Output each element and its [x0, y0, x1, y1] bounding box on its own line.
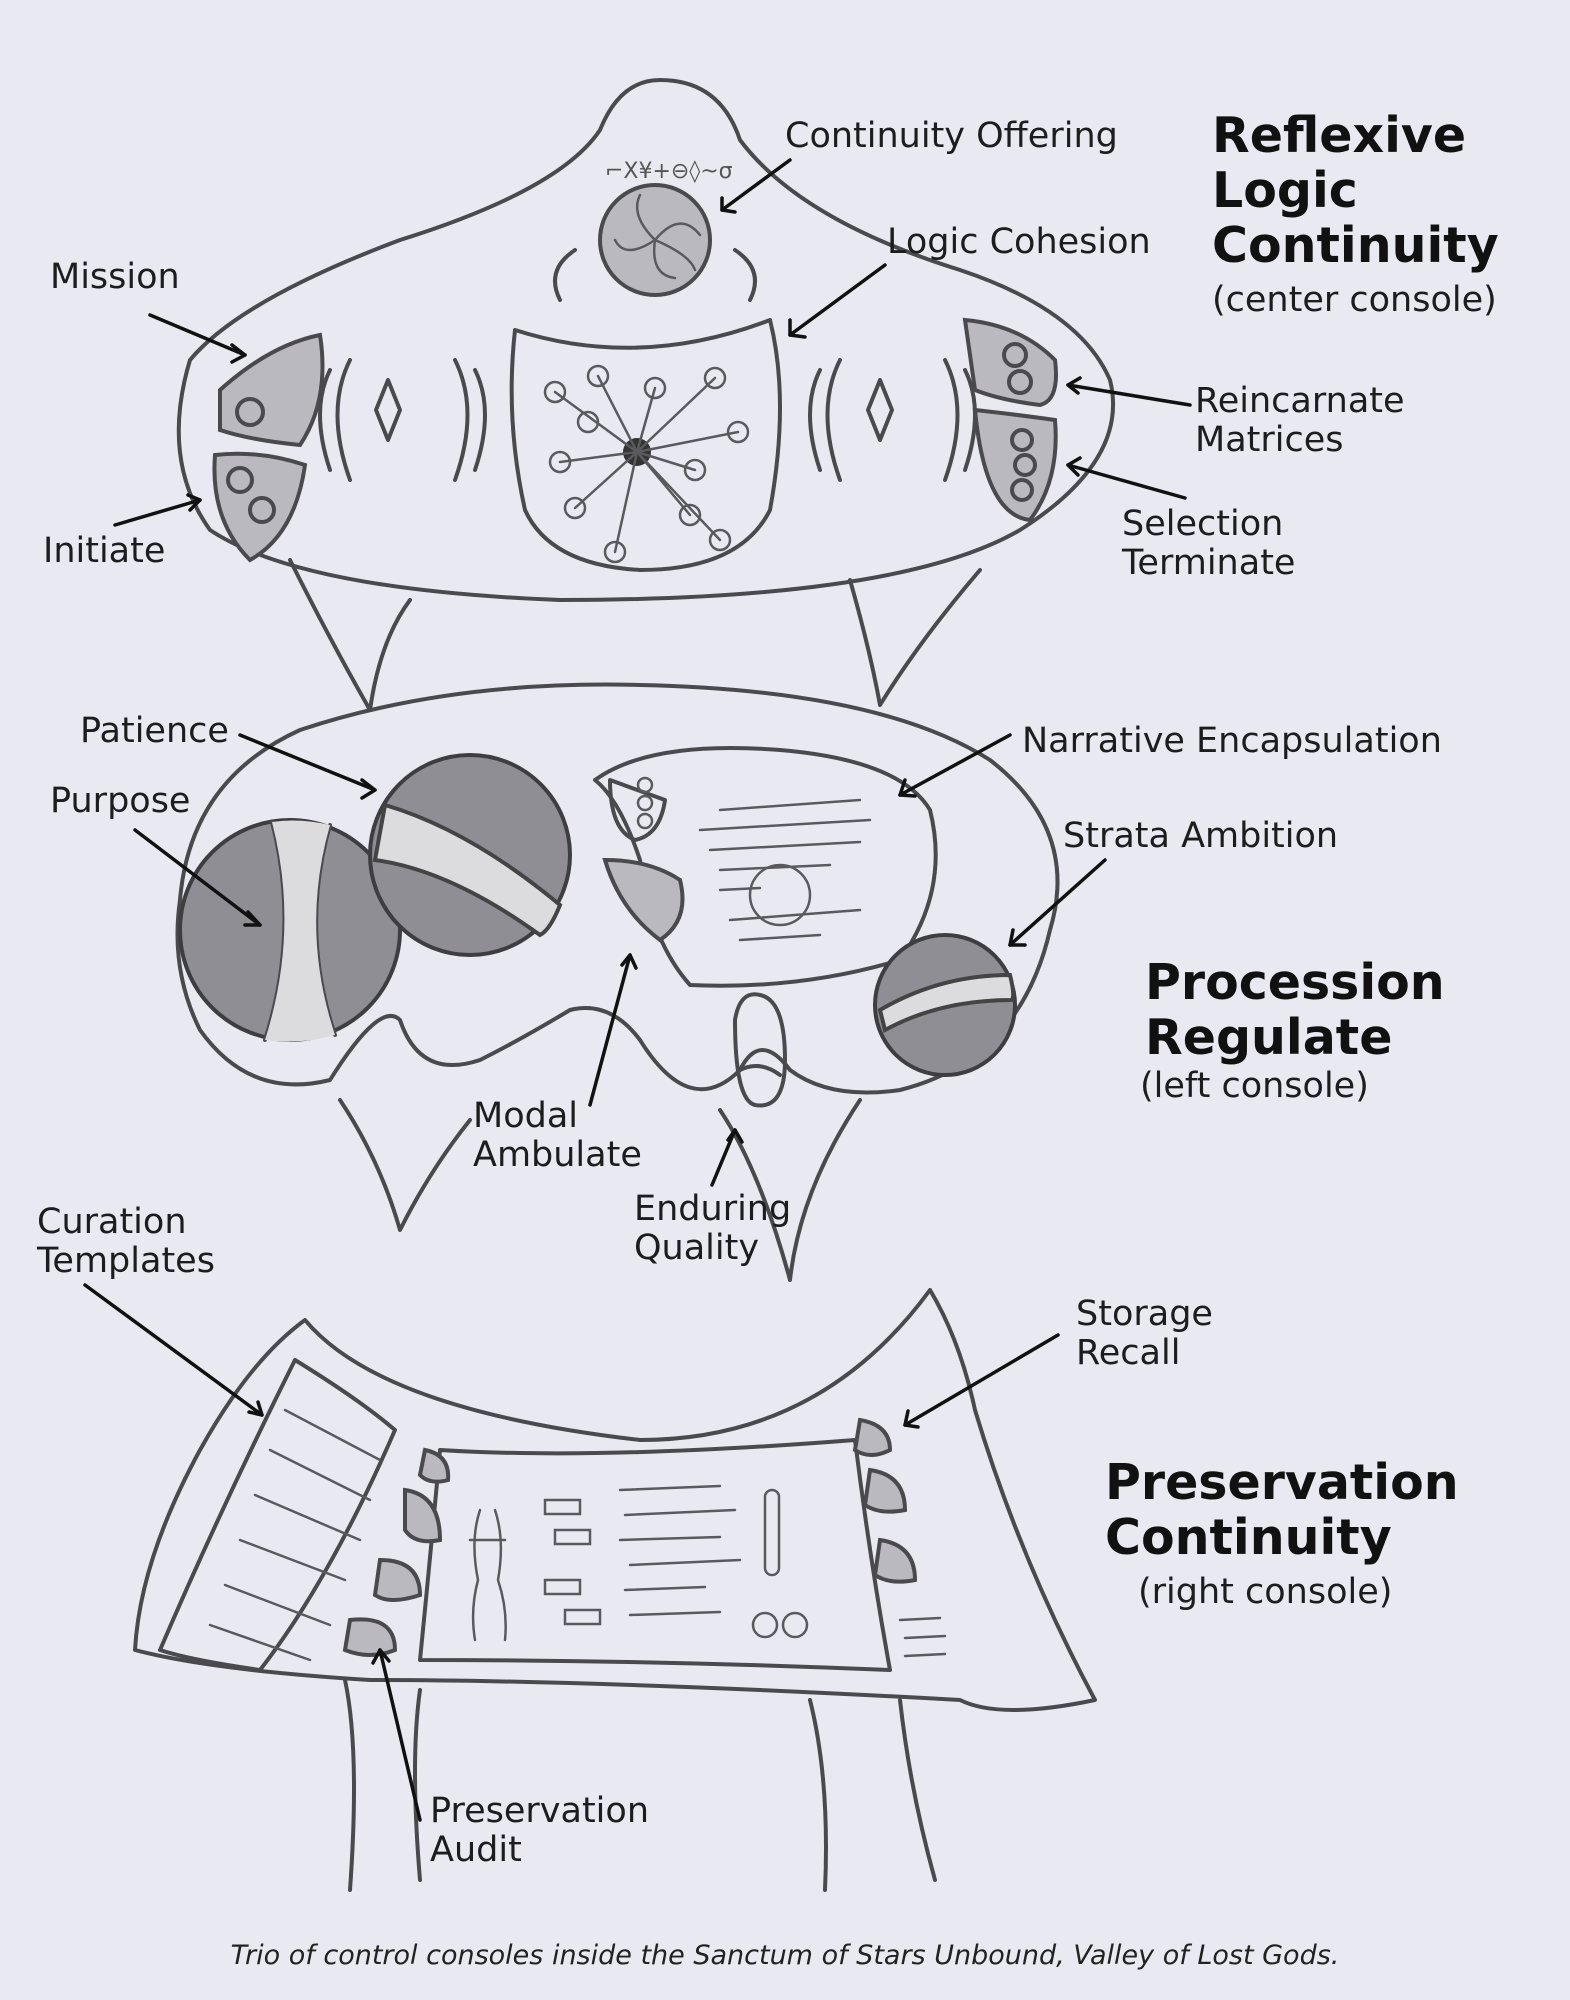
right-console-title-line-1: Preservation [1105, 1454, 1459, 1511]
caption: Trio of control consoles inside the Sanc… [230, 1940, 1340, 1971]
label-preservation-audit: Preservation Audit [430, 1791, 650, 1870]
label-enduring-quality: Enduring Quality [634, 1189, 792, 1268]
left-console-title-line-1: Procession [1145, 954, 1445, 1011]
label-curation-templates: Curation Templates [37, 1202, 215, 1281]
center-console-title-line-3: Continuity [1212, 217, 1499, 274]
left-console-title-line-2: Regulate [1145, 1009, 1393, 1066]
label-storage-recall: Storage Recall [1076, 1294, 1213, 1373]
left-console-subtitle: (left console) [1140, 1066, 1369, 1106]
center-console-drawing: ⌐X¥+⊖◊~σ [176, 78, 1116, 712]
label-modal-ambulate: Modal Ambulate [473, 1096, 642, 1175]
label-purpose: Purpose [50, 781, 191, 821]
svg-text:⌐X¥+⊖◊~σ: ⌐X¥+⊖◊~σ [605, 159, 733, 184]
right-console-drawing [133, 1288, 1097, 1892]
label-continuity-offering: Continuity Offering [785, 116, 1118, 156]
label-initiate: Initiate [43, 531, 166, 571]
annotation-arrows [83, 158, 1192, 1822]
label-selection-terminate: Selection Terminate [1122, 504, 1296, 583]
right-console-subtitle: (right console) [1138, 1572, 1393, 1612]
left-console-drawing [175, 682, 1060, 1282]
center-console-subtitle: (center console) [1212, 280, 1497, 320]
label-narrative-encapsulation: Narrative Encapsulation [1022, 721, 1442, 761]
label-patience: Patience [80, 711, 229, 751]
label-mission: Mission [50, 257, 180, 297]
right-console-title-line-2: Continuity [1105, 1509, 1392, 1566]
center-console-title-line-2: Logic [1212, 162, 1358, 219]
label-logic-cohesion: Logic Cohesion [887, 222, 1151, 262]
label-strata-ambition: Strata Ambition [1063, 816, 1339, 856]
label-reincarnate-matrices: Reincarnate Matrices [1195, 381, 1405, 460]
center-console-title-line-1: Reflexive [1212, 107, 1467, 164]
